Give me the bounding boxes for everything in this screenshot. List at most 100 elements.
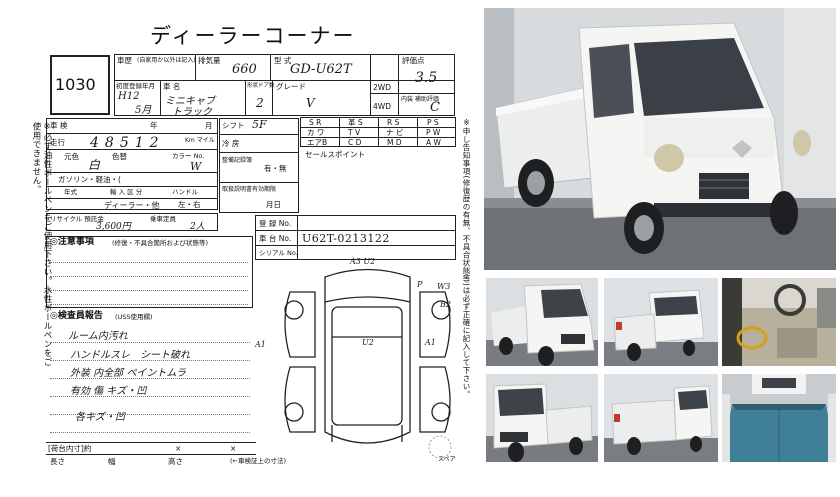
label-maint-record: 整備記録簿 [222,157,253,164]
label-grade: グレード [276,82,306,91]
equip-kawa: カ ワ [307,128,325,137]
label-maint-value: 有・無 [264,164,287,173]
thumb-bed-illustration [722,374,836,462]
thumb-front-left[interactable] [486,278,598,366]
hw-month: 5月 [135,105,152,116]
thumb-rear-left[interactable] [604,278,718,366]
hw-chassis: U62T-0213122 [302,232,390,245]
thumb-bed[interactable] [722,374,836,462]
hw-car-name-1: ミニキャブ [165,96,215,107]
sheet-title: ディーラーコーナー [150,24,356,48]
registration-grid [255,215,456,260]
label-handle-value: 左・右 [178,200,201,209]
hw-score: 3.5 [415,70,438,86]
label-handle: ハンドル [172,188,198,196]
hw-color: 白 [88,158,101,172]
label-import-type: 輸 入 区 分 [110,188,143,196]
label-2wd: 2WD [373,83,391,92]
equip-sr: S R [309,118,322,127]
thumb-rear-left-illustration [604,278,718,366]
equip-cd: C D [348,138,362,147]
label-model-year: 車歴 [117,56,132,65]
hw-doors: 2 [256,96,264,110]
inspector-title: ◎検査員報告 [50,311,103,321]
left-vertical-note: ※必ず油性ボールペンをご使用下さい。水性ボールペンをご使用できません。 [31,122,52,367]
label-spare: スペア [438,456,456,463]
equip-tv: T V [348,128,361,137]
label-bottom-wid: 幅 [108,457,116,466]
thumb-interior[interactable] [722,278,836,366]
label-expiry-unit: 月日 [266,200,281,209]
diag-label-w3: W3 [437,282,451,291]
label-bottom-len: 長さ [50,457,65,466]
label-recycle: リサイクル 預託金 [50,215,104,223]
label-sales-point: セールスポイント [305,150,365,159]
right-vertical-note: ※申し告知事項(修復歴の有無、不具合状態等)は必ず正確に記入して下さい。 [462,118,471,399]
diag-label-p: P [417,280,423,289]
label-chassis: 車 台 No. [259,234,292,243]
spec-column [219,118,299,213]
notes-subtitle: (修復・不具合箇所および状態等) [112,239,209,247]
equip-md: M D [387,138,402,147]
lot-number-box [50,55,110,115]
label-inspection: 車 検 [50,121,68,130]
label-car-name: 車 名 [163,82,181,91]
diag-label-b2: B2 [440,300,451,309]
label-bottom-hgt: 高さ [168,457,183,466]
equip-pw: P W [426,128,441,137]
label-4wd: 4WD [373,102,391,111]
hw-shift: 5F [252,118,267,131]
hw-capacity: 2人 [190,222,205,232]
label-mileage: 走行 [50,138,65,147]
hw-car-name-2: トラック [172,107,212,118]
recycle-row [46,213,218,231]
lot-number: 1030 [55,75,96,94]
label-shift: シフト [222,121,245,130]
label-displacement: 排気量 [198,56,221,65]
label-fuel: ガソリン・軽油・( [58,175,121,184]
label-interior: 内装 補助評価 [401,96,439,103]
thumb-interior-illustration [722,278,836,366]
main-truck-illustration [484,8,836,270]
equip-leather: 革 S [348,118,363,127]
label-doors: 形状ドア数 [247,83,275,89]
label-registration: 登 録 No. [259,219,292,228]
hw-displacement: 660 [232,62,257,77]
label-serial: シリアル No. [259,249,298,257]
thumb-front-right[interactable] [486,374,598,462]
main-vehicle-photo[interactable] [484,8,836,270]
equip-aw: A W [426,138,441,147]
hw-note-5: 各キズ・凹 [75,412,125,423]
notes-title: ◎注意事項 [50,237,94,247]
hw-note-3: 外装 内全部 ペイントムラ [70,368,186,379]
diag-label-top: A3 U2 [350,257,376,266]
hw-recycle: 3,600円 [96,222,131,232]
bottom-x-2: × [230,444,237,453]
hw-note-4: 有効 傷 キズ・凹 [70,386,147,397]
equip-ps: P S [427,118,439,127]
label-color-code: カラー No. [172,152,205,160]
thumb-front-right-illustration [486,374,598,462]
hw-note-1: ルーム内汚れ [68,331,128,342]
auction-sheet: ディーラーコーナー 1030 車歴 (自家用か以外は記入) 排気量 型 式 評価… [31,24,471,466]
thumb-front-left-illustration [486,278,598,366]
hw-interior: C [430,100,440,115]
label-score: 評価点 [402,56,425,65]
hw-grade: V [306,96,315,110]
thumb-rear-right[interactable] [604,374,718,462]
hw-color-no: W [190,160,202,173]
label-bottom-note: (←車検証上の寸法) [230,457,287,465]
equip-airbag: エアB [307,138,328,147]
hw-mileage: 48512 [90,135,165,151]
notes-section [46,236,253,308]
condition-grid [46,118,218,210]
label-model-code: 型 式 [274,56,292,65]
diag-label-u2: U2 [362,338,374,347]
label-km-unit: Km マイル [185,137,215,144]
hw-import-value: ディーラー・他 [104,201,160,210]
label-year-unit: 年 [150,121,158,130]
label-first-reg: 初度登録年月 [116,82,155,90]
label-import: 年式 [64,188,77,196]
equip-navi: ナ ビ [386,128,404,137]
hw-note-2: ハンドルスレ シート破れ [70,350,190,361]
